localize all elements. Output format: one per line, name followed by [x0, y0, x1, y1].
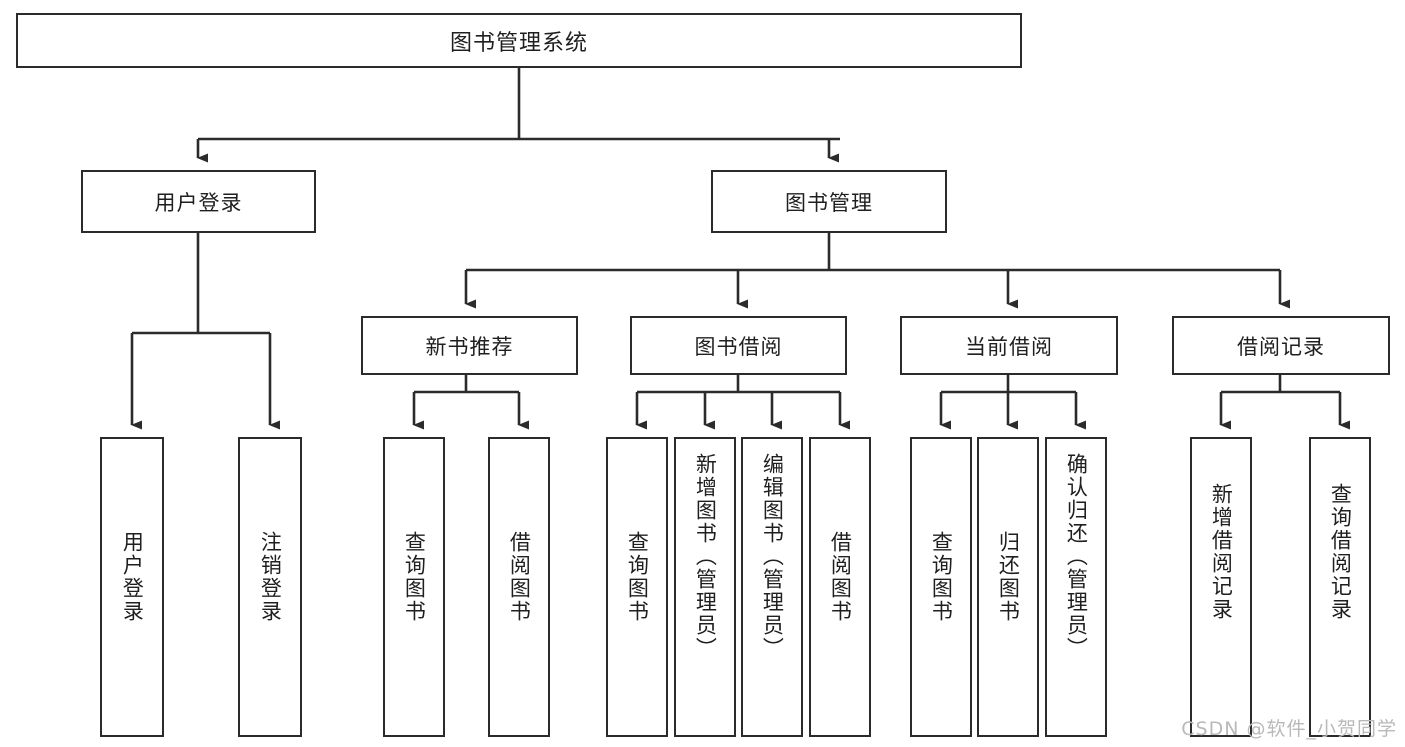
node-leaf-user-login[interactable]: 用户登录 [100, 437, 164, 737]
node-leaf-query-record-label: 查询借阅记录 [1328, 483, 1353, 621]
node-root-label: 图书管理系统 [449, 30, 588, 56]
node-leaf-borrow-book-2-label: 借阅图书 [828, 531, 853, 623]
node-leaf-query-book-3[interactable]: 查询图书 [910, 437, 972, 737]
node-new-book-rec[interactable]: 新书推荐 [361, 316, 578, 375]
node-root[interactable]: 图书管理系统 [16, 13, 1022, 68]
node-leaf-add-book-label: 新增图书（管理员） [693, 453, 718, 660]
node-leaf-query-record[interactable]: 查询借阅记录 [1309, 437, 1371, 737]
node-leaf-user-login-label: 用户登录 [120, 531, 145, 623]
node-book-borrow-label: 图书借阅 [694, 334, 783, 359]
node-borrow-record[interactable]: 借阅记录 [1172, 316, 1390, 375]
node-leaf-query-book-2-label: 查询图书 [625, 531, 650, 623]
node-leaf-return-book-label: 归还图书 [996, 531, 1021, 623]
node-current-borrow[interactable]: 当前借阅 [900, 316, 1118, 375]
node-book-borrow[interactable]: 图书借阅 [630, 316, 847, 375]
node-book-manage-label: 图书管理 [785, 190, 873, 215]
node-leaf-return-book[interactable]: 归还图书 [977, 437, 1039, 737]
node-leaf-confirm-return-label: 确认归还（管理员） [1064, 453, 1089, 660]
node-leaf-edit-book-label: 编辑图书（管理员） [760, 453, 785, 660]
node-leaf-add-record[interactable]: 新增借阅记录 [1190, 437, 1252, 737]
node-leaf-query-book-1-label: 查询图书 [402, 531, 427, 623]
node-borrow-record-label: 借阅记录 [1237, 334, 1325, 359]
node-new-book-rec-label: 新书推荐 [425, 334, 514, 359]
node-user-login-label: 用户登录 [154, 190, 243, 215]
node-book-manage[interactable]: 图书管理 [711, 170, 947, 233]
node-leaf-add-book[interactable]: 新增图书（管理员） [674, 437, 736, 737]
node-leaf-confirm-return[interactable]: 确认归还（管理员） [1045, 437, 1107, 737]
node-leaf-logout-label: 注销登录 [258, 531, 283, 623]
node-leaf-borrow-book-2[interactable]: 借阅图书 [809, 437, 871, 737]
node-current-borrow-label: 当前借阅 [965, 334, 1053, 359]
node-leaf-query-book-2[interactable]: 查询图书 [606, 437, 668, 737]
node-leaf-query-book-1[interactable]: 查询图书 [383, 437, 445, 737]
node-leaf-add-record-label: 新增借阅记录 [1209, 483, 1234, 621]
node-leaf-edit-book[interactable]: 编辑图书（管理员） [741, 437, 803, 737]
node-leaf-borrow-book-1[interactable]: 借阅图书 [488, 437, 550, 737]
node-leaf-borrow-book-1-label: 借阅图书 [507, 531, 532, 623]
node-leaf-logout[interactable]: 注销登录 [238, 437, 302, 737]
node-leaf-query-book-3-label: 查询图书 [929, 531, 954, 623]
node-user-login[interactable]: 用户登录 [81, 170, 316, 233]
